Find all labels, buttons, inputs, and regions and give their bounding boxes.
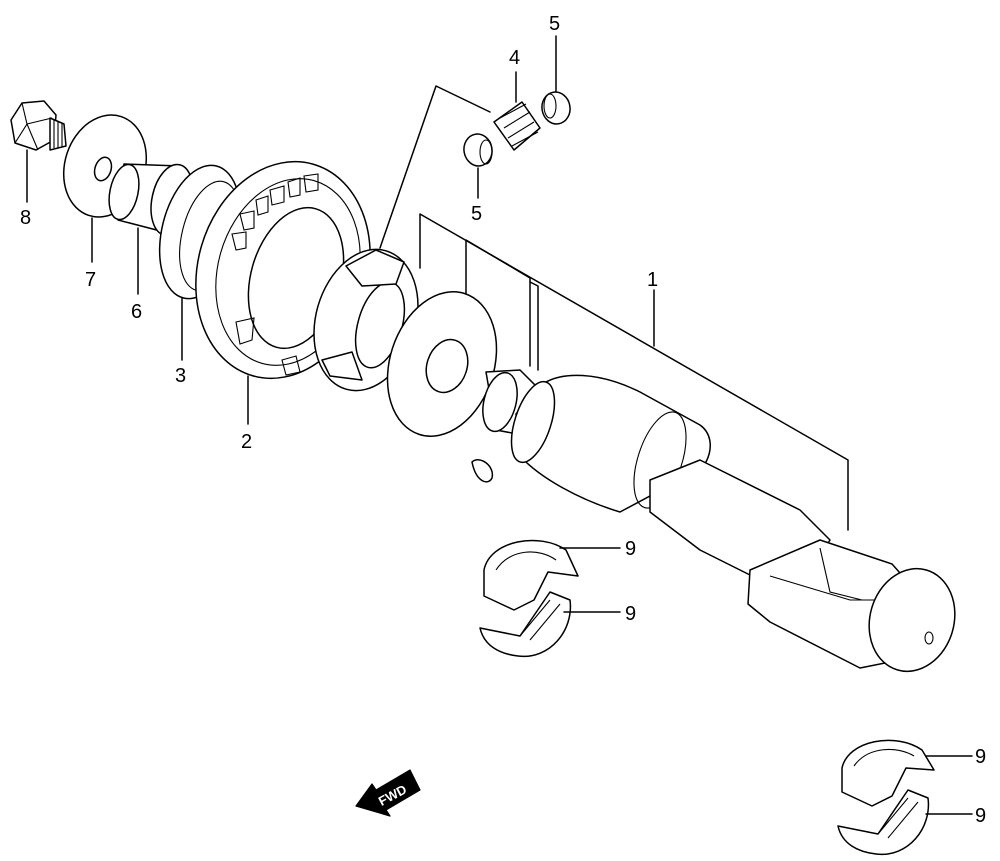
bearing-part-9-lower-left	[479, 591, 572, 658]
callout-9-a: 9	[625, 538, 636, 560]
callout-5-bottom: 5	[471, 203, 482, 225]
callout-9-b: 9	[625, 603, 636, 625]
bearing-part-9-lower-right	[837, 789, 930, 856]
cap-part-5-bottom	[463, 133, 493, 167]
callout-2: 2	[241, 431, 252, 453]
thrust-washer	[386, 291, 498, 437]
callout-3: 3	[175, 365, 186, 387]
cap-part-5-top	[541, 91, 571, 125]
bolt-part-8	[10, 100, 67, 151]
cam-ring	[313, 248, 419, 392]
callout-4: 4	[509, 47, 520, 69]
bearing-part-9-upper-left	[483, 539, 579, 611]
leader-lines	[26, 35, 973, 815]
spring-part-4	[493, 101, 541, 151]
fwd-arrow: FWD	[355, 769, 421, 817]
callout-9-d: 9	[975, 805, 986, 827]
callout-6: 6	[131, 301, 142, 323]
bearing-part-9-upper-right	[841, 739, 935, 807]
callout-8: 8	[20, 207, 31, 229]
shaft-part-1	[471, 369, 956, 673]
callout-labels: 8 7 6 3 2 4 5 5 1 9 9 9 9	[20, 13, 986, 827]
callout-1: 1	[647, 269, 658, 291]
callout-5-top: 5	[549, 13, 560, 35]
callout-9-c: 9	[975, 746, 986, 768]
callout-7: 7	[85, 269, 96, 291]
